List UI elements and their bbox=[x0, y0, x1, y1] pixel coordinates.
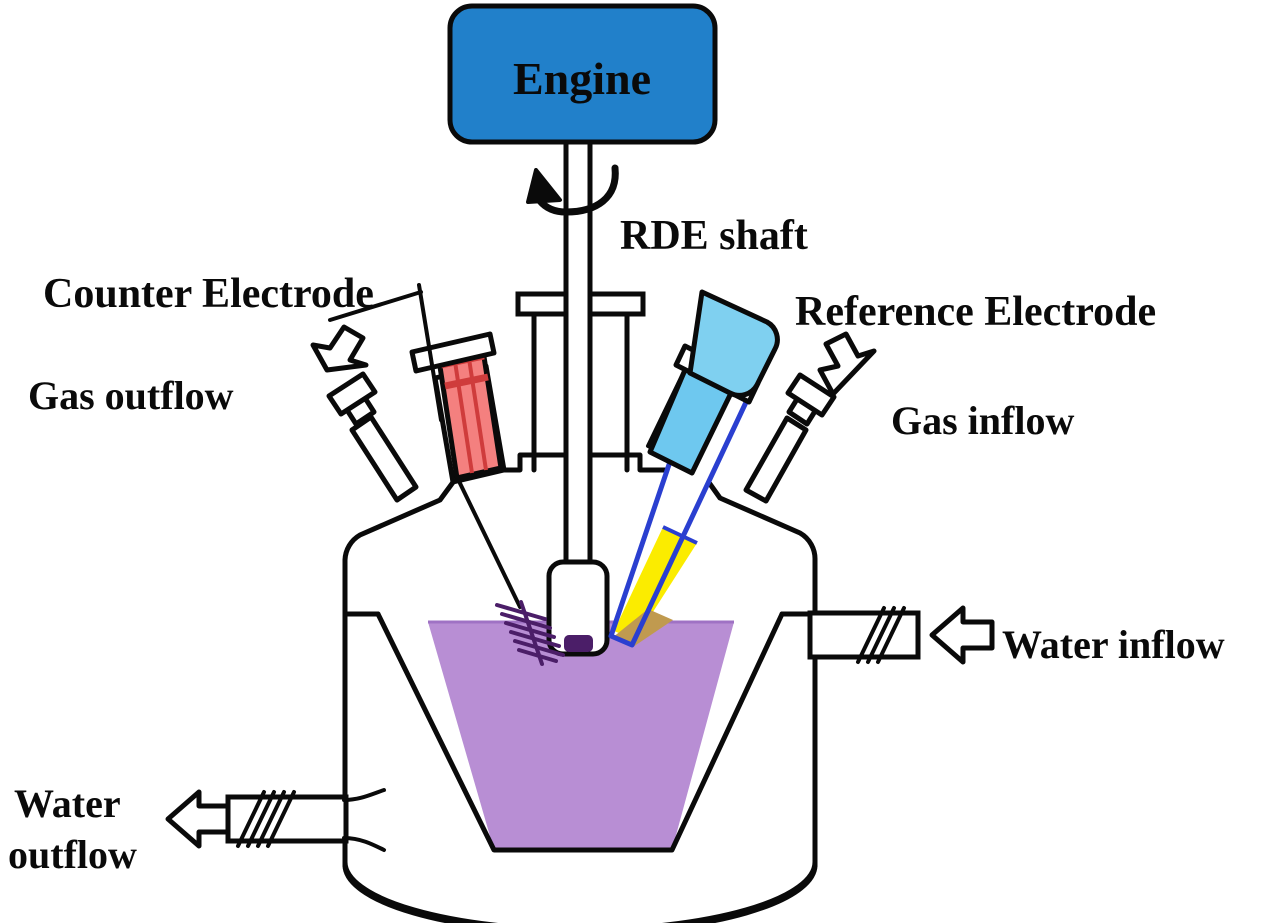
gas-inflow-tube-lower bbox=[743, 415, 809, 504]
water-outflow-port bbox=[165, 788, 386, 852]
gas-inflow-collar bbox=[785, 372, 837, 418]
reference-electrode-label: Reference Electrode bbox=[795, 289, 1156, 335]
counter-electrode-coil bbox=[495, 600, 565, 666]
reference-electrode-meniscus bbox=[662, 525, 698, 545]
gas-inflow-label: Gas inflow bbox=[891, 398, 1074, 443]
water-inflow-arrow-icon bbox=[929, 605, 995, 665]
jacket-bottom-curve bbox=[342, 859, 818, 923]
water-outflow-label-line2: outflow bbox=[8, 832, 137, 877]
counter-electrode-wire-upper bbox=[417, 283, 443, 422]
water-inflow-label: Water inflow bbox=[1002, 622, 1225, 667]
rde-shaft bbox=[546, 135, 610, 657]
rotation-arrow-curve bbox=[536, 164, 619, 216]
engine-label: Engine bbox=[513, 53, 651, 104]
rde-shaft-label: RDE shaft bbox=[620, 213, 808, 259]
counter-electrode-leader bbox=[328, 290, 423, 322]
gas-inflow-arrow-icon bbox=[817, 331, 877, 397]
gas-outflow-arrow-icon bbox=[310, 324, 369, 373]
rde-disc-electrode bbox=[564, 635, 593, 652]
gas-outflow-collar bbox=[326, 371, 378, 417]
rde-tip-body bbox=[546, 559, 610, 657]
engine-box-shape[interactable] bbox=[447, 3, 718, 145]
counter-electrode-wire-lower bbox=[453, 471, 522, 609]
gas-outflow-label: Gas outflow bbox=[28, 373, 234, 418]
rotation-arrow bbox=[526, 164, 619, 216]
gas-outflow-port bbox=[310, 324, 419, 503]
inner-chamber-outline bbox=[375, 611, 785, 853]
engine-box[interactable] bbox=[447, 3, 718, 145]
water-outflow-hatching bbox=[236, 790, 296, 848]
water-inflow-hatching bbox=[856, 606, 906, 664]
water-outflow-arrow-icon bbox=[165, 789, 231, 849]
gas-outflow-tube-lower bbox=[349, 414, 419, 503]
water-outflow-connector-top bbox=[342, 788, 386, 802]
water-outflow-connector-bottom bbox=[342, 836, 386, 852]
electrolyte-fill bbox=[428, 622, 734, 850]
reference-electrode-cap bbox=[687, 289, 780, 398]
reference-electrode bbox=[608, 289, 780, 648]
rotation-arrow-head bbox=[526, 168, 562, 204]
water-outflow-label-line1: Water bbox=[14, 781, 121, 826]
counter-electrode bbox=[409, 283, 565, 666]
rde-shaft-rod bbox=[563, 135, 593, 571]
gas-inflow-port bbox=[743, 331, 877, 504]
water-inflow-port bbox=[807, 605, 995, 665]
counter-electrode-label: Counter Electrode bbox=[43, 271, 374, 317]
